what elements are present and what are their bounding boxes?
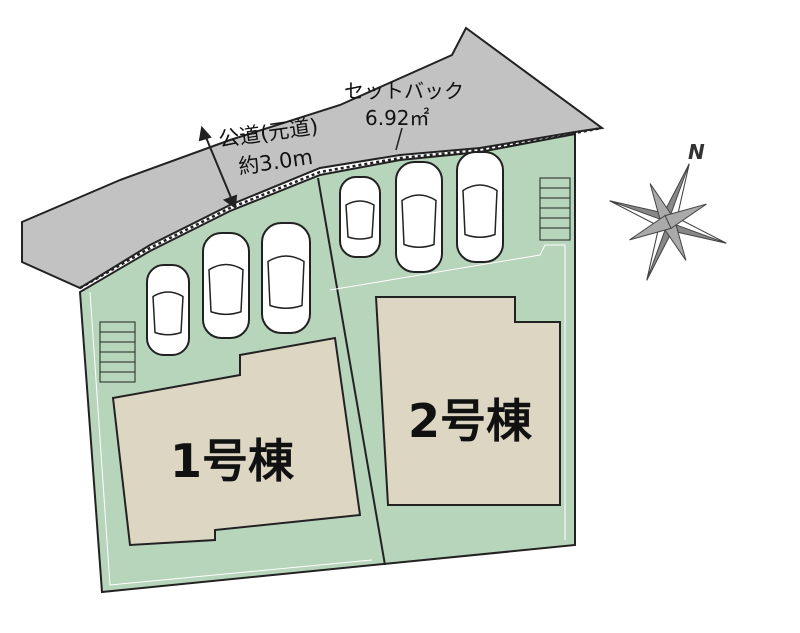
- building-2-label: 2号棟: [408, 394, 533, 448]
- parking-cars: [146, 151, 504, 356]
- car-icon: [202, 232, 250, 339]
- road-width-arrow: [198, 125, 238, 209]
- public-road: [21, 26, 605, 290]
- setback-line: [79, 126, 603, 290]
- lot-divider: [317, 177, 386, 566]
- car-icon: [339, 176, 381, 258]
- car-icon: [456, 151, 504, 263]
- setback-label: セットバック: [344, 79, 464, 103]
- stairs-2: [539, 177, 571, 241]
- car-icon: [395, 161, 443, 273]
- north-compass-icon: [609, 163, 727, 281]
- stairs-1: [99, 321, 136, 383]
- setback-area: 6.92㎡: [365, 106, 430, 130]
- lot2-inner-border: [329, 244, 566, 540]
- building-1: [111, 336, 362, 547]
- car-icon: [261, 222, 311, 334]
- lot1-inner-border: [89, 291, 373, 586]
- setback-pointer: [395, 127, 403, 151]
- north-label: N: [688, 140, 705, 164]
- building-1-label: 1号棟: [170, 434, 295, 488]
- building-2: [374, 296, 561, 506]
- car-icon: [146, 264, 190, 356]
